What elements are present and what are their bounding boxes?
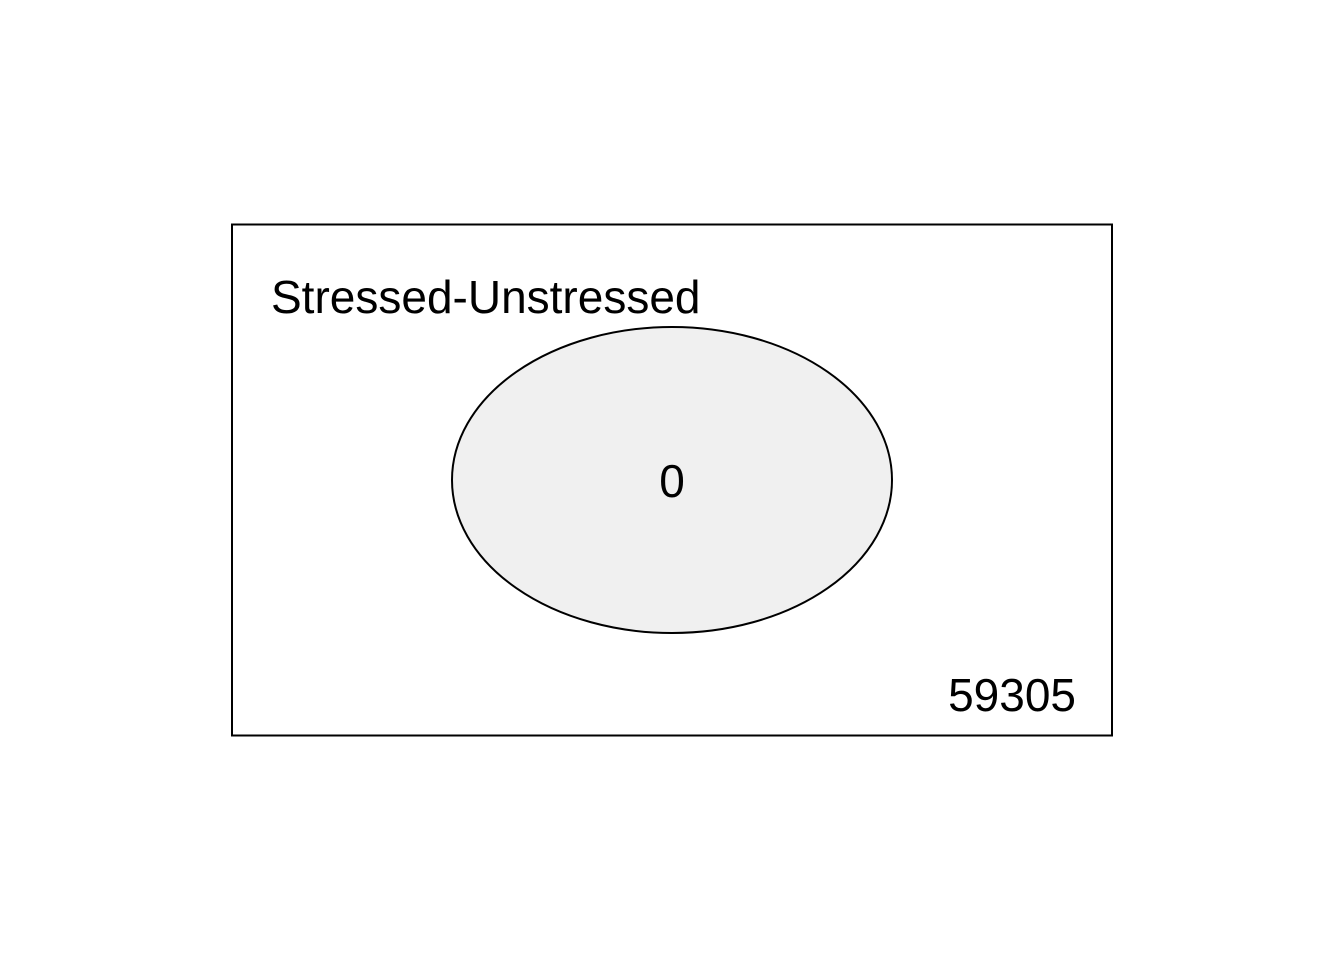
set-ellipse <box>451 326 893 634</box>
set-label: Stressed-Unstressed <box>271 271 701 323</box>
inside-count: 0 <box>659 455 685 507</box>
outside-count: 59305 <box>948 669 1076 721</box>
